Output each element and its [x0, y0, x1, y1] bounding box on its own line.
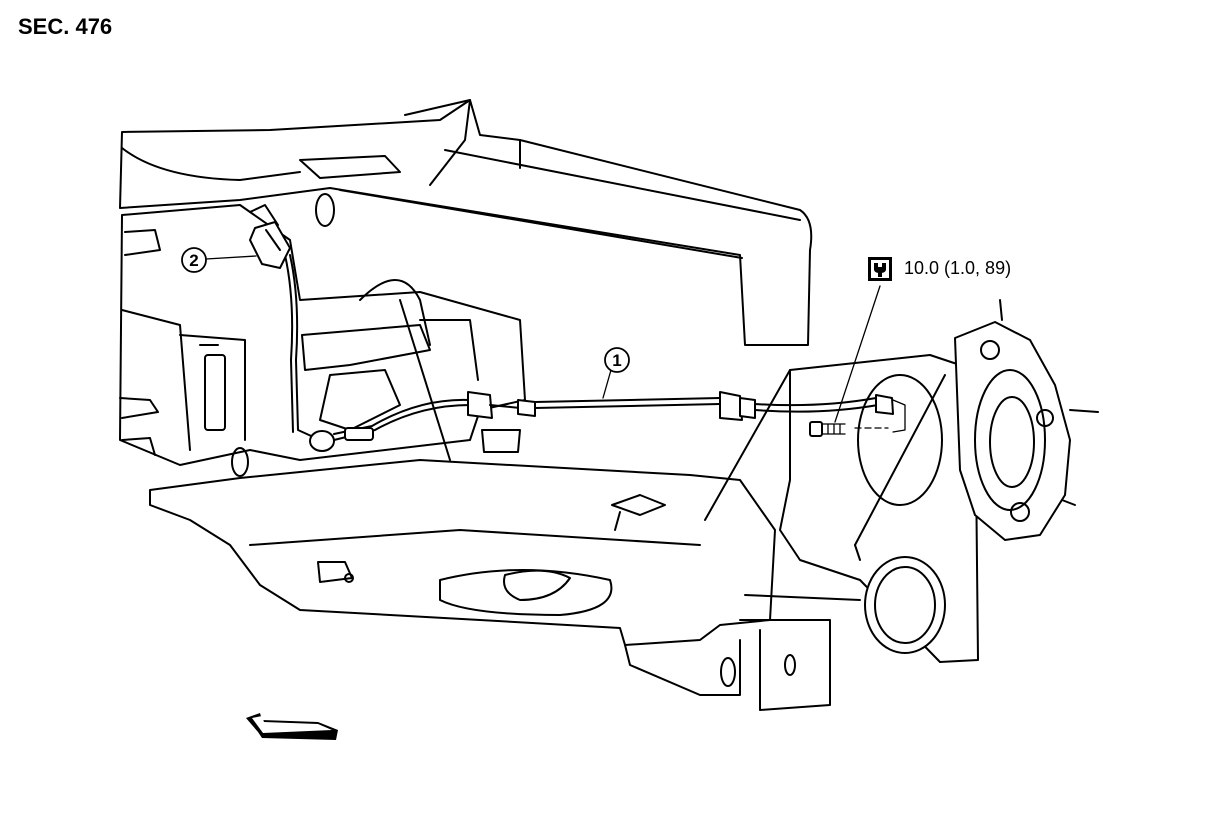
- axle-housing: [704, 354, 979, 663]
- torque-wrench-icon: [868, 257, 892, 281]
- section-code: SEC. 476: [18, 14, 113, 39]
- wheel-hub: [954, 299, 1099, 541]
- wheel-sensor-harness: [284, 254, 906, 453]
- callout-1-number: 1: [612, 351, 621, 370]
- upper-frame-member: [119, 99, 813, 346]
- callout-2-number: 2: [189, 251, 198, 270]
- torque-spec-label: 10.0 (1.0, 89): [904, 258, 1012, 278]
- sensor-connector: [249, 204, 291, 269]
- callout-2: 2: [181, 247, 207, 273]
- front-direction-arrow-icon: [246, 713, 338, 740]
- rear-suspension-member: [119, 204, 526, 477]
- lower-link: [149, 459, 831, 711]
- leader-lines: [205, 255, 881, 423]
- callout-1: 1: [604, 347, 630, 373]
